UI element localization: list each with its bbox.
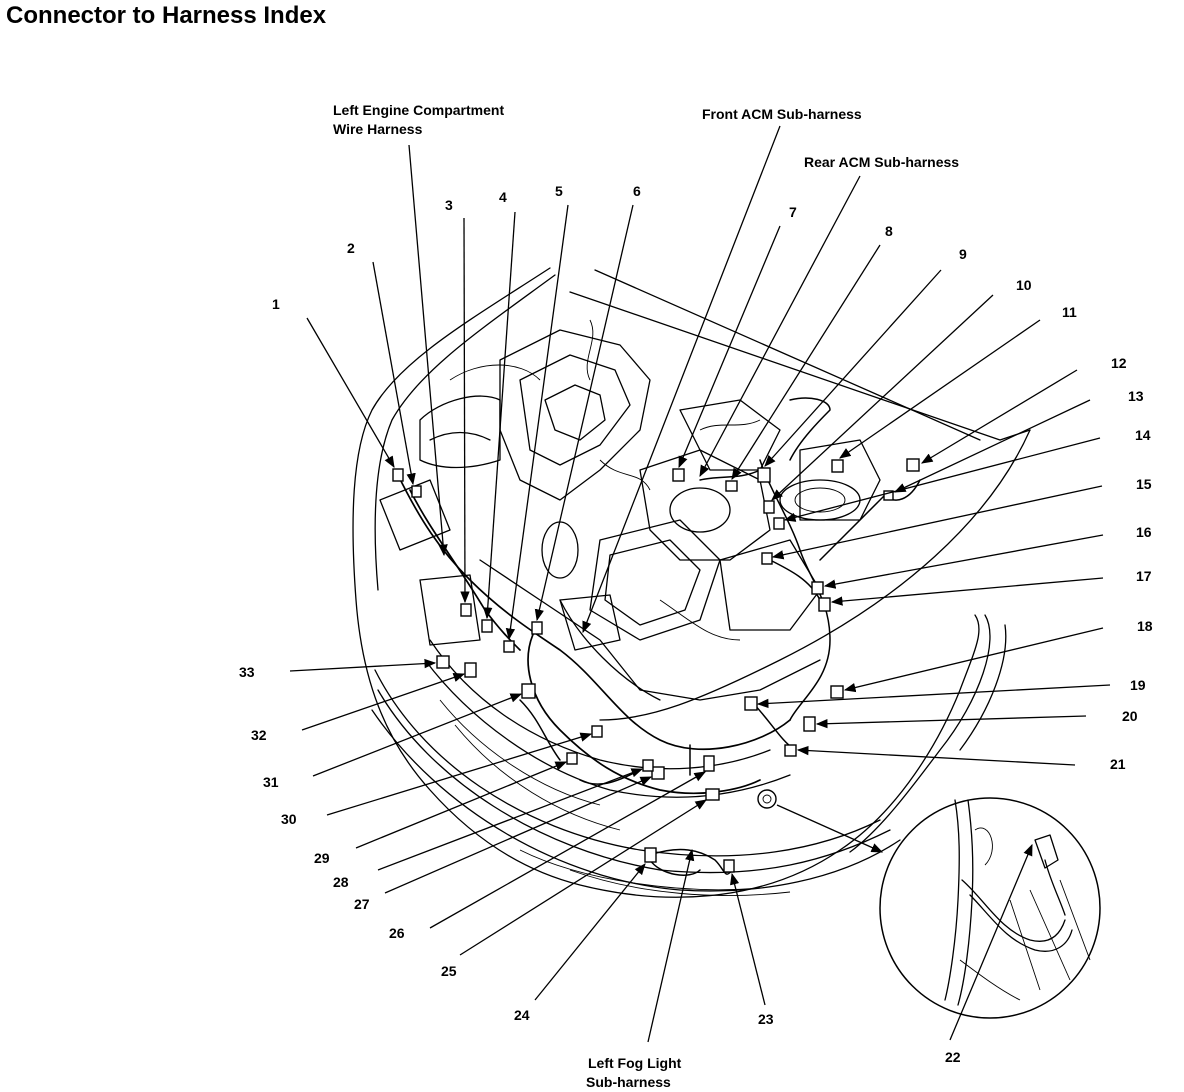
callout-11: 11	[1062, 304, 1077, 320]
ground-detail-inset	[879, 797, 1101, 1019]
callout-8: 8	[885, 223, 893, 239]
connector-12	[906, 458, 920, 472]
callout-15: 15	[1136, 476, 1152, 492]
callout-10: 10	[1016, 277, 1032, 293]
callout-16: 16	[1136, 524, 1152, 540]
connector-8	[725, 480, 738, 492]
label-left-fog-light-line2: Sub-harness	[586, 1074, 671, 1090]
connector-9	[757, 467, 771, 483]
connector-14	[773, 517, 785, 530]
callout-1: 1	[272, 296, 280, 312]
callout-4: 4	[499, 189, 507, 205]
connector-20	[803, 716, 816, 732]
connector-30	[591, 725, 603, 738]
connector-1	[392, 468, 404, 482]
connector-33	[436, 655, 450, 669]
callout-18: 18	[1137, 618, 1153, 634]
callout-24: 24	[514, 1007, 530, 1023]
connector-4	[481, 619, 493, 633]
callout-2: 2	[347, 240, 355, 256]
label-rear-acm-sub-harness: Rear ACM Sub-harness	[804, 154, 959, 170]
vehicle-line-art	[352, 267, 1031, 898]
callout-5: 5	[555, 183, 563, 199]
callout-29: 29	[314, 850, 330, 866]
connector-32	[464, 662, 477, 678]
callout-20: 20	[1122, 708, 1138, 724]
connector-10	[763, 500, 775, 514]
callout-12: 12	[1111, 355, 1127, 371]
connector-17	[818, 597, 831, 612]
callout-17: 17	[1136, 568, 1152, 584]
harness-labels: Left Engine Compartment Wire Harness Fro…	[333, 102, 959, 1090]
callout-27: 27	[354, 896, 370, 912]
callout-6: 6	[633, 183, 641, 199]
leader-lines	[289, 125, 1111, 1043]
page-title: Connector to Harness Index	[6, 2, 327, 29]
connector-25	[705, 788, 720, 801]
callout-23: 23	[758, 1011, 774, 1027]
label-front-acm-sub-harness: Front ACM Sub-harness	[702, 106, 862, 122]
connector-31	[521, 683, 536, 699]
connector-23	[723, 859, 735, 873]
callout-19: 19	[1130, 677, 1146, 693]
callout-33: 33	[239, 664, 255, 680]
connector-11	[831, 459, 844, 473]
connectors	[392, 458, 920, 873]
callout-13: 13	[1128, 388, 1144, 404]
callout-14: 14	[1135, 427, 1151, 443]
label-left-engine-compartment-line2: Wire Harness	[333, 121, 423, 137]
callout-7: 7	[789, 204, 797, 220]
connector-16	[811, 581, 824, 595]
connector-28	[642, 759, 654, 772]
connector-24	[644, 847, 657, 863]
connector-29	[566, 752, 578, 765]
connector-19	[744, 696, 758, 711]
callout-22: 22	[945, 1049, 961, 1065]
callout-numbers: 1 2 3 4 5 6 7 8 9 10 11 12 13 14 15 16 1…	[239, 183, 1153, 1065]
callout-9: 9	[959, 246, 967, 262]
connector-26	[703, 755, 715, 772]
connector-6	[531, 621, 543, 635]
connector-15	[761, 552, 773, 565]
callout-25: 25	[441, 963, 457, 979]
callout-32: 32	[251, 727, 267, 743]
connector-7	[672, 468, 685, 482]
connector-27	[651, 766, 665, 780]
callout-28: 28	[333, 874, 349, 890]
connector-2	[411, 485, 422, 498]
connector-22-ground	[757, 789, 777, 809]
connector-18	[830, 685, 844, 699]
label-left-fog-light-line1: Left Fog Light	[588, 1055, 682, 1071]
callout-30: 30	[281, 811, 297, 827]
connector-21	[784, 744, 797, 757]
label-left-engine-compartment-line1: Left Engine Compartment	[333, 102, 504, 118]
connector-3	[460, 603, 472, 617]
callout-26: 26	[389, 925, 405, 941]
callout-31: 31	[263, 774, 279, 790]
connector-5	[503, 640, 515, 653]
callout-21: 21	[1110, 756, 1126, 772]
connector-13	[883, 490, 894, 501]
callout-3: 3	[445, 197, 453, 213]
